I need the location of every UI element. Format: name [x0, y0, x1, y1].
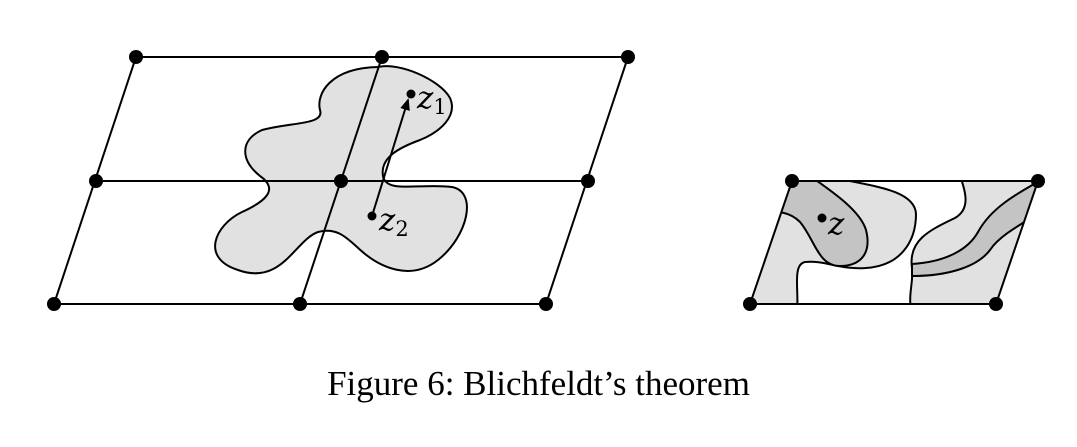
- cell-right-edge: [995, 180, 1039, 305]
- lattice-point: [539, 297, 553, 311]
- lattice-point: [621, 50, 635, 64]
- point-z1: [406, 89, 416, 99]
- region-piece-right-dark: [911, 181, 1038, 278]
- label-z1: z1: [416, 80, 447, 119]
- lattice-point: [47, 297, 61, 311]
- label-z: z: [827, 206, 845, 242]
- lattice-point: [375, 50, 389, 64]
- figure-caption: Figure 6: Blichfeldt’s theorem: [327, 364, 750, 403]
- lattice-point: [743, 297, 757, 311]
- lattice-point: [989, 297, 1003, 311]
- lattice-point: [129, 50, 143, 64]
- label-z2: z2: [378, 202, 409, 241]
- lattice-point: [293, 297, 307, 311]
- lattice-point: [1031, 174, 1045, 188]
- lattice-point: [581, 174, 595, 188]
- right-panel: z: [743, 174, 1045, 311]
- lattice-point: [89, 174, 103, 188]
- cell-left-edge: [749, 180, 793, 305]
- difference-arrow: [371, 98, 410, 217]
- left-panel: z1 z2: [47, 50, 635, 311]
- lattice-point: [785, 174, 799, 188]
- region-s: [214, 65, 468, 275]
- lattice-point: [334, 174, 348, 188]
- point-z2: [367, 211, 377, 221]
- point-z: [817, 213, 827, 223]
